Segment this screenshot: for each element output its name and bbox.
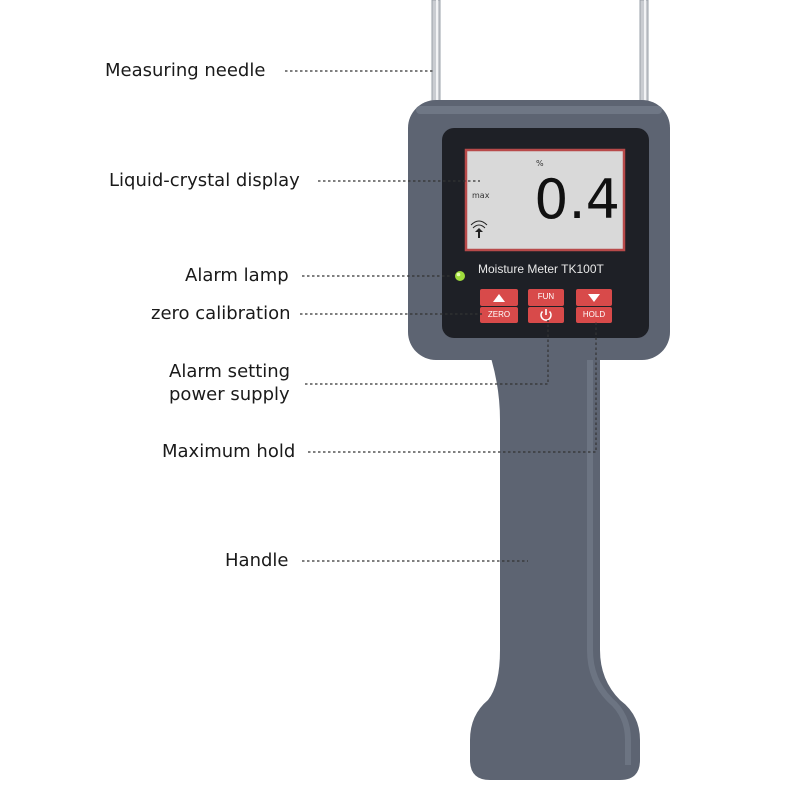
zero-key-label[interactable]: ZERO: [487, 310, 511, 319]
callout-alarm-lamp: Alarm lamp: [185, 265, 289, 286]
callout-power-supply: power supply: [169, 384, 290, 405]
key-up-zero[interactable]: [480, 289, 518, 323]
device-brand-label: Moisture Meter TK100T: [478, 262, 604, 276]
lcd-percent: %: [536, 159, 544, 168]
hold-key-label[interactable]: HOLD: [582, 310, 606, 319]
fun-key-label[interactable]: FUN: [537, 292, 555, 301]
callout-measuring-needle: Measuring needle: [105, 60, 266, 81]
callout-maximum-hold: Maximum hold: [162, 441, 296, 462]
callout-alarm-setting: Alarm setting: [169, 361, 291, 382]
power-icon: [540, 309, 552, 321]
down-arrow-icon: [588, 294, 600, 302]
key-down-hold[interactable]: [576, 289, 612, 323]
lcd-screen: [464, 148, 626, 252]
callout-handle: Handle: [225, 550, 289, 571]
key-fun-power[interactable]: [528, 289, 564, 323]
up-arrow-icon: [493, 294, 505, 302]
leader-lines: [285, 70, 597, 562]
measuring-needles: [431, 0, 649, 111]
alarm-lamp: [455, 271, 465, 281]
callout-lcd: Liquid-crystal display: [109, 170, 300, 191]
callout-zero-calibration: zero calibration: [151, 303, 291, 324]
lcd-max: max: [472, 191, 490, 200]
signal-icon: [470, 220, 488, 238]
handle: [470, 340, 640, 780]
lcd-reading: 0.4: [534, 168, 620, 231]
